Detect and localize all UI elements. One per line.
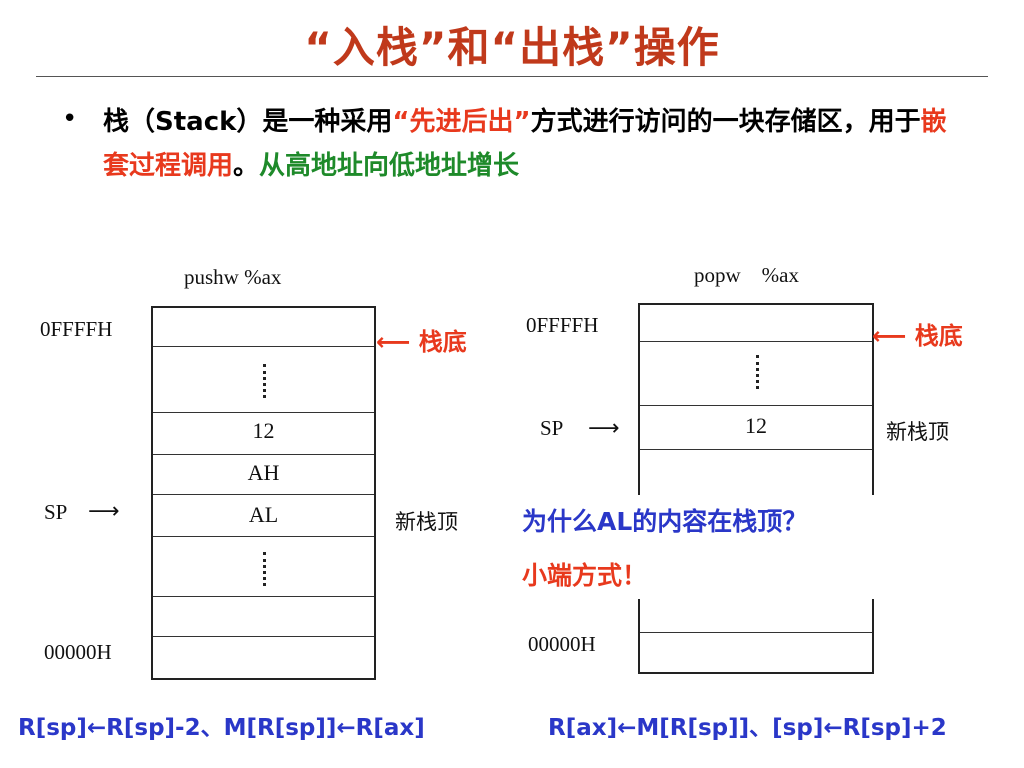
left-new-top-label: 新栈顶 [395, 510, 458, 534]
bullet-text: 栈（Stack）是一种采用“先进后出”方式进行访问的一块存储区，用于嵌套过程调用… [103, 100, 963, 188]
bullet-highlight-growth: 从高地址向低地址增长 [259, 151, 520, 181]
right-stack-box: 12 [638, 303, 874, 674]
left-sp-label: SP [44, 500, 68, 524]
bullet-part-3: 方式进行访问的一块存储区，用于 [530, 107, 921, 137]
right-top-address: 0FFFFH [526, 313, 599, 337]
bullet-marker: • [62, 104, 78, 134]
right-stack-line [640, 405, 872, 406]
right-cell-12: 12 [745, 413, 767, 438]
left-cell-al: AL [248, 502, 279, 527]
left-bottom-label: 栈底 [418, 328, 467, 356]
left-lower-ellipsis-icon [263, 552, 266, 586]
left-cell-12: 12 [252, 418, 275, 443]
left-stack-line [153, 346, 374, 347]
pop-formula: R[ax]←M[R[sp]]、[sp]←R[sp]+2 [548, 715, 947, 741]
left-stack-line [153, 636, 374, 637]
right-upper-ellipsis-icon [756, 355, 759, 389]
left-top-address: 0FFFFH [40, 317, 113, 341]
left-bottom-marker: ⟵ 栈底 [376, 322, 467, 357]
note-question: 为什么AL的内容在栈顶？ [522, 507, 808, 536]
note-answer: 小端方式！ [522, 561, 648, 590]
right-stack-line [640, 449, 872, 450]
right-sp-arrow-icon: ⟶ [588, 416, 620, 441]
bullet-highlight-lifo: “先进后出” [392, 107, 531, 137]
right-bottom-arrow-icon: ⟵ [872, 322, 907, 350]
left-upper-ellipsis-icon [263, 364, 266, 398]
left-stack-line [153, 454, 374, 455]
bullet-highlight-nested: 嵌套过程调用 [103, 107, 947, 181]
left-sp-arrow-icon: ⟶ [88, 499, 120, 524]
right-instruction: popw %ax [694, 263, 799, 287]
title-divider [36, 76, 988, 77]
right-sp-label: SP [540, 416, 564, 440]
bullet-part-1: 栈（Stack）是一种采用 [103, 107, 393, 137]
bullet-part-5: 。 [233, 151, 260, 181]
left-stack-line [153, 412, 374, 413]
annotation-note: 为什么AL的内容在栈顶？ 小端方式！ [516, 495, 876, 599]
left-stack-line [153, 596, 374, 597]
right-bottom-label: 栈底 [914, 322, 963, 350]
right-stack-line [640, 341, 872, 342]
left-stack-box: 12 AH AL [151, 306, 376, 680]
right-new-top-label: 新栈顶 [886, 420, 949, 444]
left-instruction: pushw %ax [184, 265, 282, 289]
right-bottom-address: 00000H [528, 632, 596, 656]
page-title: “入栈”和“出栈”操作 [304, 23, 720, 72]
left-bottom-arrow-icon: ⟵ [376, 328, 411, 356]
right-stack-line [640, 632, 872, 633]
right-bottom-marker: ⟵ 栈底 [872, 316, 963, 351]
left-bottom-address: 00000H [44, 640, 112, 664]
push-formula: R[sp]←R[sp]-2、M[R[sp]]←R[ax] [18, 715, 425, 741]
left-stack-line [153, 494, 374, 495]
left-stack-line [153, 536, 374, 537]
left-cell-ah: AH [247, 460, 280, 485]
